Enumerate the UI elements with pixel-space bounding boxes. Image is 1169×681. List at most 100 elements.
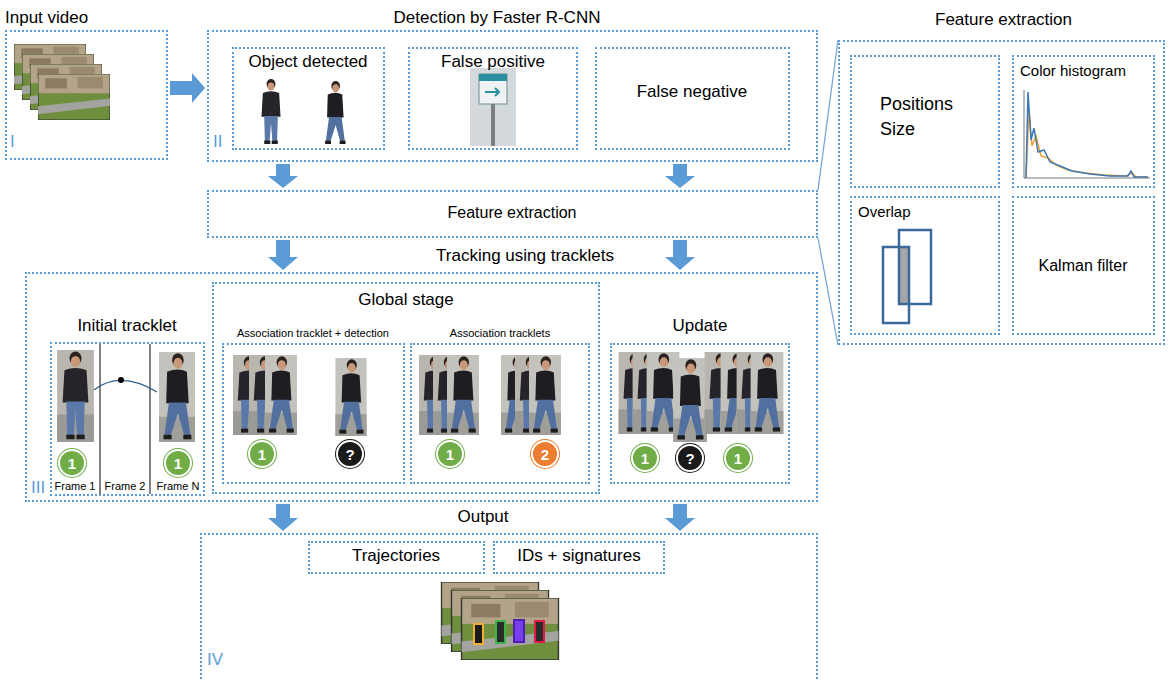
result-box: False negative [595, 47, 790, 150]
person-crop [529, 355, 561, 435]
track-id: 1 [174, 456, 182, 471]
video-frame [38, 74, 110, 120]
block-arrow [665, 240, 695, 270]
track-box [496, 621, 505, 643]
tracklet-crops [419, 355, 561, 435]
track-id-circle: ? [336, 440, 364, 468]
box-label: Tracking using tracklets [436, 246, 614, 266]
track-box [474, 624, 483, 644]
sign-stripe [479, 74, 507, 81]
frame-divider [100, 344, 101, 494]
zoom-line [818, 238, 838, 345]
track-id-circle: 2 [531, 440, 559, 468]
step-box: Association tracklet + detection1? [222, 343, 405, 484]
overlap-area [899, 247, 909, 304]
person-crop [265, 355, 297, 435]
person-crop [447, 355, 479, 435]
stage-number: I [10, 132, 15, 152]
block-arrow [665, 504, 695, 531]
person-figure [325, 81, 345, 144]
stage-panel: Input videoI [5, 30, 168, 160]
track-id-circle: 1 [164, 449, 192, 477]
track-curve [94, 380, 157, 392]
person-crop [57, 350, 94, 442]
result-box: Object detected [232, 47, 385, 150]
sign-pole [491, 100, 495, 146]
block-arrow [268, 504, 298, 531]
box-label: Feature extraction [448, 203, 577, 222]
box-label: Trajectories [352, 546, 440, 566]
box-label: Feature extraction [935, 10, 1072, 30]
track-id: ? [345, 447, 354, 462]
frame-divider [150, 344, 151, 494]
box-label: False negative [637, 82, 748, 102]
stage-panel: Detection by Faster R-CNNIIObject detect… [207, 30, 818, 162]
stage-panel: OutputIVTrajectoriesIDs + signatures [200, 533, 818, 681]
box-label: Association tracklets [450, 327, 550, 340]
track-id: 1 [258, 447, 266, 462]
sign-figure [470, 68, 516, 146]
feature-box: Color histogram [1012, 55, 1155, 188]
feature-box: Overlap [850, 196, 1000, 335]
person-crop [673, 358, 707, 442]
detail-panel: Feature extractionPositions SizeColor hi… [838, 40, 1165, 345]
process-bar: Feature extraction [207, 190, 818, 238]
stage-number: IV [207, 650, 223, 670]
box-label: False positive [441, 52, 545, 72]
track-box [514, 620, 524, 642]
step-box: Update1?1 [610, 343, 790, 484]
person-crop [751, 352, 784, 434]
video-frame [462, 598, 559, 660]
box-label: Positions Size [880, 92, 980, 142]
frame-label: Frame 1 [55, 480, 96, 493]
box-label: Global stage [358, 290, 453, 310]
histogram-plot [1024, 90, 1150, 178]
zoom-line [818, 40, 838, 190]
track-id: 1 [68, 456, 76, 471]
box-label: Detection by Faster R-CNN [394, 8, 601, 28]
step-box: Initial tracklet11 [50, 342, 205, 496]
box-label: Color histogram [1020, 62, 1126, 80]
stage-number: III [31, 478, 45, 498]
feature-box: Kalman filter [1012, 196, 1155, 335]
stage-panel: Tracking using trackletsIIIInitial track… [25, 272, 818, 502]
plot-axes [1024, 90, 1150, 178]
bounding-box [883, 247, 909, 323]
track-id-circle: 1 [436, 440, 464, 468]
step-box: Association tracklets12 [410, 343, 590, 484]
track-id: 1 [446, 447, 454, 462]
box-label: Input video [5, 8, 88, 28]
box-label: Overlap [858, 203, 911, 221]
track-id: ? [685, 451, 694, 466]
block-arrow [268, 164, 298, 188]
frame-label: Frame N [157, 480, 200, 493]
feature-box: Positions Size [850, 55, 1000, 188]
tracklet-crops [233, 355, 367, 436]
track-id-circle: 1 [248, 440, 276, 468]
sign-plate [479, 74, 507, 104]
tracklet-crops [619, 352, 784, 442]
bounding-box [899, 230, 931, 304]
output-box: IDs + signatures [493, 541, 665, 574]
histogram-curve [1026, 92, 1148, 178]
crop-ground [470, 68, 516, 146]
output-frames [442, 582, 559, 660]
track-id-circle: ? [676, 444, 704, 472]
person-crop [159, 352, 195, 442]
box-label: Association tracklet + detection [237, 327, 389, 340]
track-dot [118, 377, 124, 383]
step-box: Global stageAssociation tracklet + detec… [212, 282, 600, 494]
frame-label: Frame 2 [105, 480, 146, 493]
histogram-curve [1026, 110, 1148, 178]
video-frames [14, 44, 110, 120]
box-label: IDs + signatures [517, 546, 640, 566]
track-id-circle: 1 [724, 444, 752, 472]
box-label: Object detected [248, 52, 367, 72]
track-id-circle: 1 [631, 444, 659, 472]
block-arrow [665, 164, 695, 188]
output-box: Trajectories [308, 541, 485, 574]
box-label: Update [673, 316, 728, 336]
